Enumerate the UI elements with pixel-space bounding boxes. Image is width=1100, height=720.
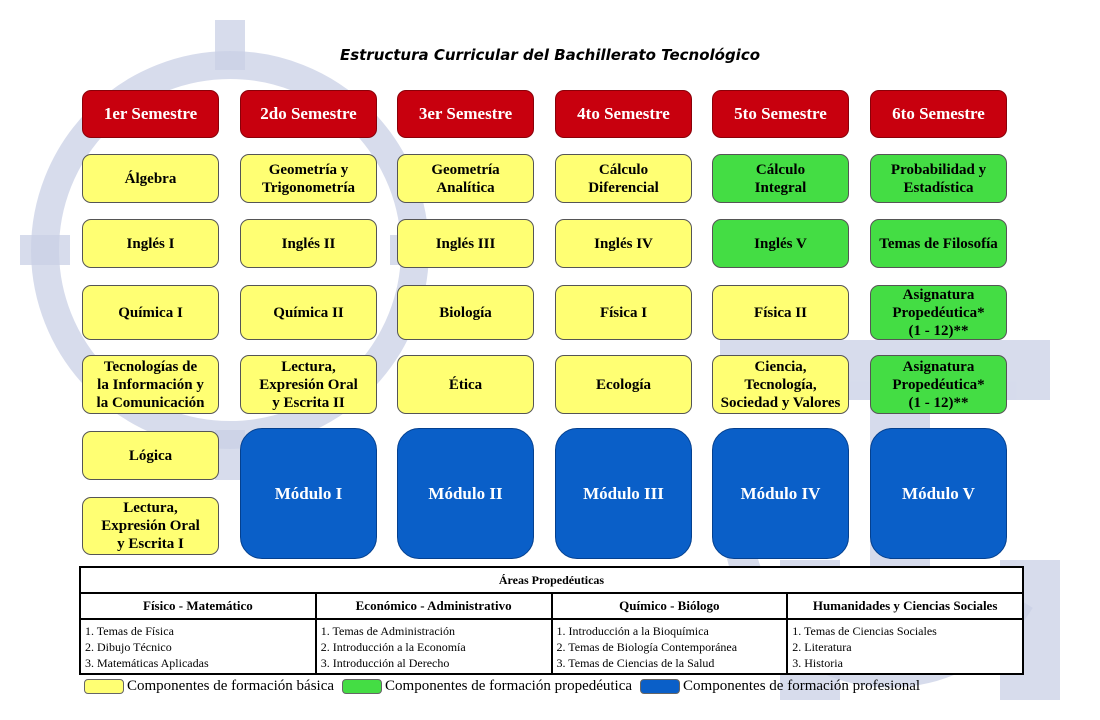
- area-column-humanidades: Humanidades y Ciencias Sociales 1. Temas…: [788, 594, 1022, 675]
- subject-box: Física I: [555, 285, 692, 340]
- semester-header: 2do Semestre: [240, 90, 377, 138]
- module-box: Módulo III: [555, 428, 692, 559]
- area-item: 3. Introducción al Derecho: [320, 656, 450, 670]
- subject-box: Física II: [712, 285, 849, 340]
- semester-header: 6to Semestre: [870, 90, 1007, 138]
- legend-label: Componentes de formación básica: [127, 677, 335, 694]
- module-box: Módulo I: [240, 428, 377, 559]
- semester-header: 1er Semestre: [82, 90, 219, 138]
- area-name: Físico - Matemático: [81, 594, 315, 620]
- subject-box: Ecología: [555, 355, 692, 414]
- subject-box: Biología: [397, 285, 534, 340]
- legend-label: Componentes de formación profesional: [683, 677, 921, 694]
- subject-box: Cálculo Diferencial: [555, 154, 692, 203]
- subject-box: Probabilidad y Estadística: [870, 154, 1007, 203]
- subject-box: Geometría y Trigonometría: [240, 154, 377, 203]
- area-items: 1. Temas de Administración 2. Introducci…: [317, 620, 551, 674]
- legend-swatch-basica: [84, 678, 124, 694]
- area-item: 3. Historia: [792, 656, 843, 670]
- module-box: Módulo II: [397, 428, 534, 559]
- subject-box: Ciencia, Tecnología, Sociedad y Valores: [712, 355, 849, 414]
- areas-title: Áreas Propedéuticas: [81, 568, 1022, 594]
- area-item: 1. Temas de Administración: [320, 624, 455, 638]
- legend-item-propedeutica: Componentes de formación propedéutica: [342, 678, 632, 695]
- subject-box: Inglés I: [82, 219, 219, 268]
- subject-box: Tecnologías de la Información y la Comun…: [82, 355, 219, 414]
- subject-box: Inglés V: [712, 219, 849, 268]
- area-column-economico-administrativo: Económico - Administrativo 1. Temas de A…: [316, 594, 553, 675]
- area-item: 3. Matemáticas Aplicadas: [85, 656, 209, 670]
- subject-box: Ética: [397, 355, 534, 414]
- area-name: Químico - Biólogo: [552, 594, 787, 620]
- area-item: 2. Dibujo Técnico: [85, 640, 172, 654]
- subject-box: Álgebra: [82, 154, 219, 203]
- subject-box: Lógica: [82, 431, 219, 480]
- subject-box: Inglés III: [397, 219, 534, 268]
- legend-swatch-profesional: [640, 678, 681, 694]
- module-box: Módulo IV: [712, 428, 849, 559]
- legend-item-basica: Componentes de formación básica: [84, 678, 334, 695]
- area-items: 1. Temas de Física 2. Dibujo Técnico 3. …: [81, 620, 315, 674]
- area-name: Humanidades y Ciencias Sociales: [788, 594, 1022, 620]
- subject-box: Lectura, Expresión Oral y Escrita II: [240, 355, 377, 414]
- subject-box: Asignatura Propedéutica* (1 - 12)**: [870, 355, 1007, 414]
- area-item: 1. Temas de Ciencias Sociales: [792, 624, 937, 638]
- subject-box: Inglés II: [240, 219, 377, 268]
- semester-header: 5to Semestre: [712, 90, 849, 138]
- legend: Componentes de formación básica Componen…: [84, 677, 928, 695]
- semester-header: 4to Semestre: [555, 90, 692, 138]
- subject-box: Temas de Filosofía: [870, 219, 1007, 268]
- subject-box: Química I: [82, 285, 219, 340]
- area-item: 2. Temas de Biología Contemporánea: [556, 640, 738, 654]
- area-column-fisico-matematico: Físico - Matemático 1. Temas de Física 2…: [81, 594, 317, 675]
- page-title: Estructura Curricular del Bachillerato T…: [339, 46, 761, 64]
- subject-box: Cálculo Integral: [712, 154, 849, 203]
- module-box: Módulo V: [870, 428, 1007, 559]
- subject-box: Inglés IV: [555, 219, 692, 268]
- subject-box: Geometría Analítica: [397, 154, 534, 203]
- area-item: 2. Introducción a la Economía: [320, 640, 466, 654]
- area-items: 1. Temas de Ciencias Sociales 2. Literat…: [788, 620, 1022, 674]
- area-item: 3. Temas de Ciencias de la Salud: [556, 656, 715, 670]
- subject-box: Asignatura Propedéutica* (1 - 12)**: [870, 285, 1007, 340]
- legend-label: Componentes de formación propedéutica: [385, 677, 633, 694]
- subject-box: Lectura, Expresión Oral y Escrita I: [82, 497, 219, 555]
- area-item: 1. Introducción a la Bioquímica: [556, 624, 709, 638]
- subject-box: Química II: [240, 285, 377, 340]
- legend-swatch-propedeutica: [342, 678, 383, 694]
- propaedeutic-areas-table: Áreas Propedéuticas Físico - Matemático …: [79, 566, 1024, 675]
- area-name: Económico - Administrativo: [316, 594, 551, 620]
- semester-header: 3er Semestre: [397, 90, 534, 138]
- legend-item-profesional: Componentes de formación profesional: [640, 678, 920, 695]
- area-item: 1. Temas de Física: [85, 624, 174, 638]
- area-items: 1. Introducción a la Bioquímica 2. Temas…: [553, 620, 787, 674]
- area-column-quimico-biologo: Químico - Biólogo 1. Introducción a la B…: [552, 594, 789, 675]
- area-item: 2. Literatura: [792, 640, 852, 654]
